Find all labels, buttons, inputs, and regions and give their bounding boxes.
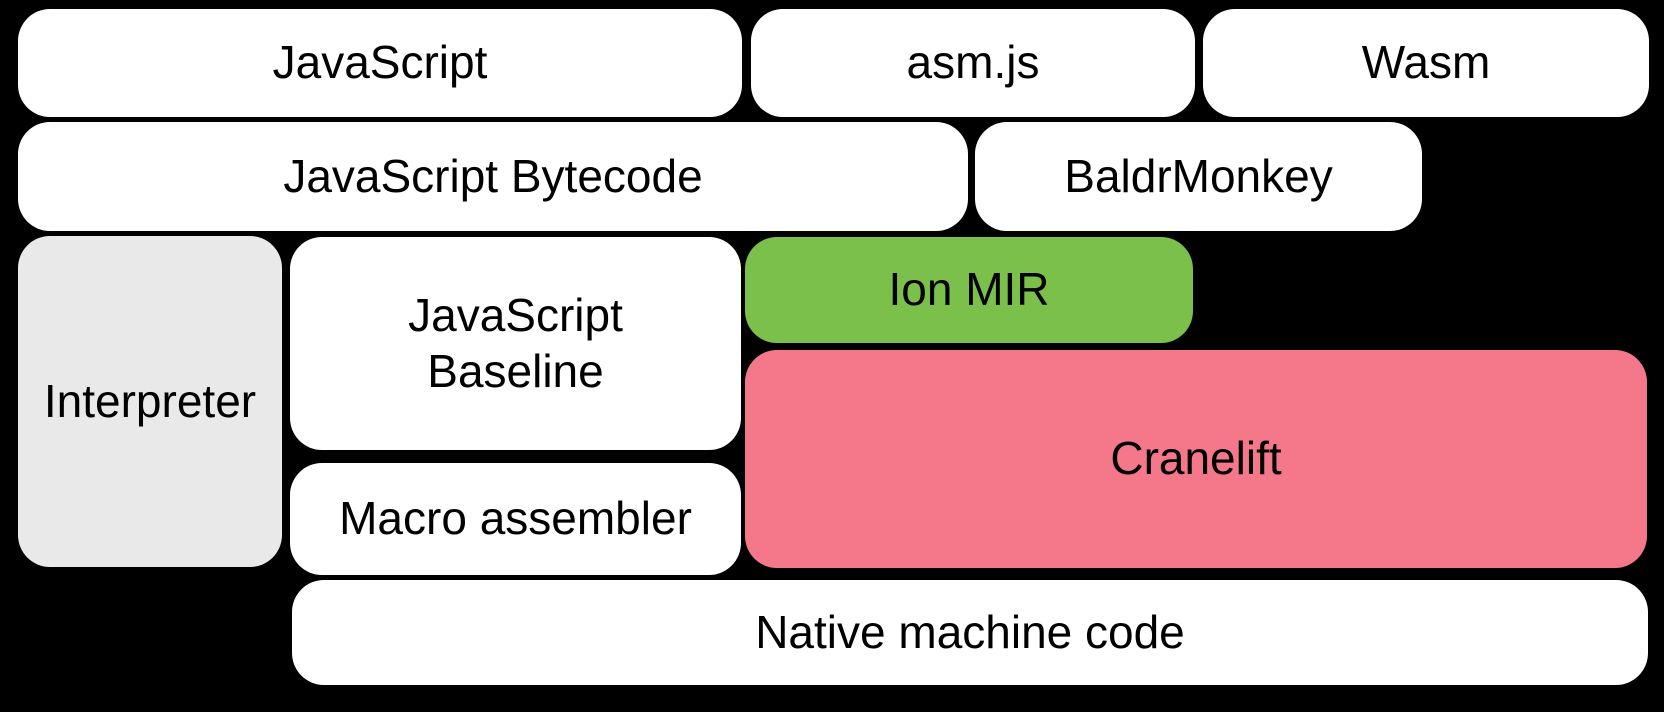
node-javascript: JavaScript xyxy=(18,9,742,117)
node-ion-mir: Ion MIR xyxy=(745,237,1193,343)
node-asmjs: asm.js xyxy=(751,9,1195,117)
node-javascript-baseline-line1: JavaScript xyxy=(408,289,623,342)
node-javascript-label: JavaScript xyxy=(272,36,488,89)
node-interpreter-label: Interpreter xyxy=(43,374,257,427)
node-asmjs-label: asm.js xyxy=(906,36,1040,89)
node-wasm-label: Wasm xyxy=(1361,36,1491,89)
node-baldrmonkey: BaldrMonkey xyxy=(975,122,1422,231)
node-baldrmonkey-label: BaldrMonkey xyxy=(1064,149,1333,202)
node-wasm: Wasm xyxy=(1203,9,1649,117)
node-interpreter: Interpreter xyxy=(18,236,282,567)
node-javascript-bytecode: JavaScript Bytecode xyxy=(18,122,968,231)
node-cranelift-label: Cranelift xyxy=(1110,432,1282,485)
node-javascript-bytecode-label: JavaScript Bytecode xyxy=(283,149,703,202)
node-ion-mir-label: Ion MIR xyxy=(888,263,1050,316)
node-javascript-baseline: JavaScript Baseline xyxy=(290,237,741,450)
node-native-machine-code-label: Native machine code xyxy=(755,605,1185,658)
node-macro-assembler-label: Macro assembler xyxy=(339,492,692,545)
node-cranelift: Cranelift xyxy=(745,350,1647,568)
node-javascript-baseline-line2: Baseline xyxy=(427,344,604,397)
node-native-machine-code: Native machine code xyxy=(292,580,1648,685)
node-macro-assembler: Macro assembler xyxy=(290,463,741,575)
